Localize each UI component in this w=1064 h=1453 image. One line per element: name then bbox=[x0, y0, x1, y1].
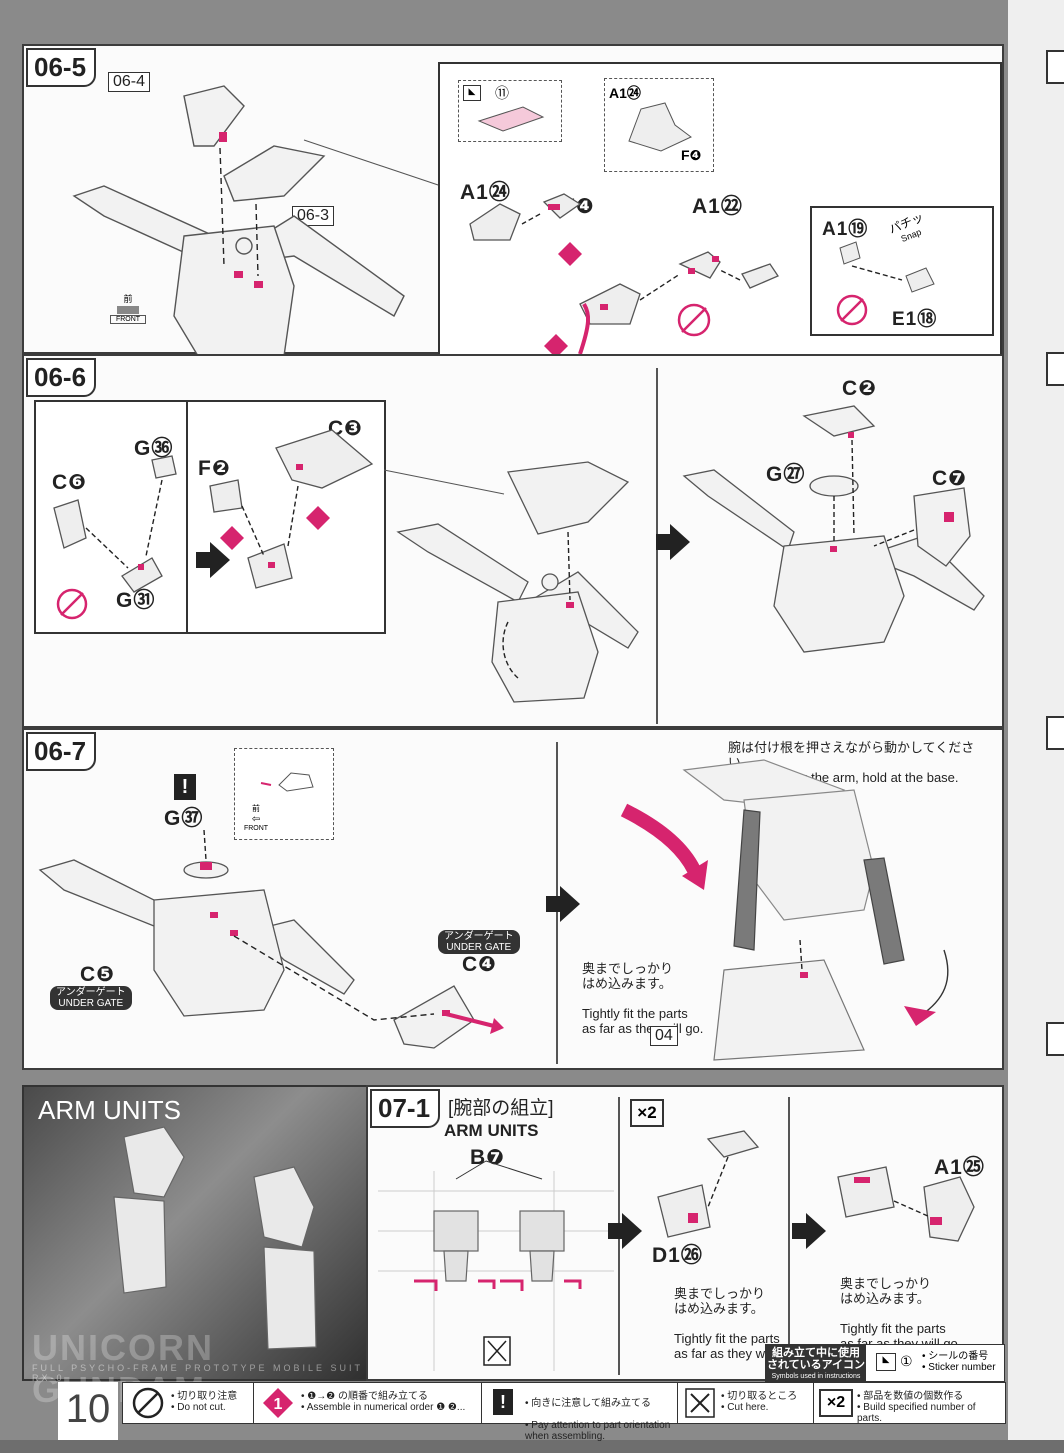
part-label-c2: C❷ bbox=[842, 377, 877, 400]
sub-assembly-drawing bbox=[469, 193, 779, 358]
part-label-g31: G㉛ bbox=[116, 589, 156, 612]
g37-orientation bbox=[260, 772, 314, 792]
torso-frame-illustration bbox=[72, 85, 460, 367]
part-label-a1-24: A1㉔ bbox=[460, 181, 511, 204]
part-label-c5: C❺ bbox=[80, 963, 115, 986]
part-label-a1-19: A1⑲ bbox=[822, 219, 869, 240]
step-07-1-panel: 07-1 [腕部の組立] ARM UNITS B❼ ×2 bbox=[366, 1085, 1004, 1381]
step-label: 06-5 bbox=[26, 48, 97, 87]
next-arrow bbox=[792, 1213, 826, 1249]
torso-parts-illustration bbox=[682, 405, 985, 653]
joint-part bbox=[628, 102, 692, 152]
caution-icon: ! bbox=[174, 774, 196, 800]
step-06-5-panel: 06-5 06-4 06-3 前 FRONT ◣ ⑪ bbox=[22, 44, 1004, 367]
step-label: 07-1 bbox=[370, 1089, 441, 1128]
sticker-icon: ◣ bbox=[463, 85, 481, 101]
sub-assembly-panel: G㊱ C❻ G㉛ F❷ C❸ bbox=[34, 400, 386, 634]
legend-cut-here: • 切り取るところ • Cut here. bbox=[677, 1383, 814, 1423]
symbols-title: 組み立て中に使用 されているアイコン Symbols used in instr… bbox=[766, 1345, 866, 1381]
sticker-part bbox=[477, 106, 545, 132]
part-label-g36: G㊱ bbox=[134, 437, 174, 460]
under-gate-tag-c4: アンダーゲート UNDER GATE bbox=[438, 930, 520, 954]
arm-render-illustration bbox=[113, 1126, 317, 1350]
nipper-icon bbox=[685, 1388, 715, 1418]
sticker-inset: ◣ ⑪ bbox=[458, 80, 562, 142]
do-not-cut-icon bbox=[132, 1387, 164, 1419]
under-gate-tag-c5: アンダーゲート UNDER GATE bbox=[50, 986, 132, 1010]
caution-icon: ! bbox=[493, 1389, 513, 1415]
arm-units-banner: ARM UNITS UNICORN GUNDAM FULL PSYCHO-FRA… bbox=[22, 1085, 368, 1410]
d1-assembly-drawing bbox=[657, 1130, 760, 1238]
part-label-d1-26: D1㉖ bbox=[652, 1244, 703, 1267]
step-06-7-panel: 06-7 ! G㊲ 前 ⇦ FRONT C❺ アンダーゲート UNDER GAT… bbox=[22, 728, 1004, 1070]
ref-label-06-4: 06-4 bbox=[108, 72, 151, 92]
next-arrow bbox=[196, 542, 230, 578]
next-arrow bbox=[656, 524, 690, 560]
times-two-badge: ×2 bbox=[630, 1099, 664, 1127]
sticker-number: ⑪ bbox=[495, 85, 509, 101]
part-label-e1-18: E1⑱ bbox=[892, 309, 938, 330]
icon-legend: • 切り取り注意 • Do not cut. 1 • ❶→❷ の順番で組み立てる… bbox=[122, 1382, 1006, 1442]
ref-label-04: 04 bbox=[650, 1026, 678, 1046]
step-label: 06-6 bbox=[26, 358, 97, 397]
symbols-box: 組み立て中に使用 されているアイコン Symbols used in instr… bbox=[765, 1344, 1005, 1382]
legend-build-number: ×2 • 部品を数値の個数作る • Build specified number… bbox=[813, 1383, 1003, 1424]
legend-do-not-cut: • 切り取り注意 • Do not cut. bbox=[123, 1383, 254, 1423]
torso-gate-illustration bbox=[38, 829, 504, 1049]
gate-inset: A1⑲ パチッ Snap E1⑱ bbox=[810, 206, 994, 336]
fit-note-d1: 奥までしっかり はめ込みます。 Tightly fit the parts as… bbox=[674, 1286, 795, 1361]
arm-movement-illustration bbox=[620, 759, 949, 1061]
part-label-c4: C❹ bbox=[462, 953, 497, 976]
next-page-edge bbox=[1008, 0, 1064, 1440]
step-06-6-panel: 06-6 G㊱ C❻ G㉛ F❷ C❸ bbox=[22, 354, 1004, 728]
front-indicator: 前 ⇦ FRONT bbox=[243, 804, 269, 832]
sticker-icon: ◣ bbox=[876, 1353, 896, 1371]
next-arrow bbox=[546, 886, 580, 922]
order-number-icon: 1 bbox=[263, 1388, 293, 1418]
a1-assembly-drawing bbox=[837, 1166, 975, 1242]
product-watermark-sub: FULL PSYCHO-FRAME PROTOTYPE MOBILE SUIT … bbox=[32, 1363, 363, 1383]
step-label: 06-7 bbox=[26, 732, 97, 771]
torso-collar-illustration bbox=[396, 461, 639, 703]
en-heading: ARM UNITS bbox=[444, 1121, 539, 1140]
times-two-icon: ×2 bbox=[819, 1389, 853, 1417]
part-label-a1-22: A1㉒ bbox=[692, 195, 743, 218]
part-label-f4-detail: F❹ bbox=[681, 147, 702, 163]
part-label-a1-24-detail: A1㉔ bbox=[609, 85, 641, 101]
orientation-inset: A1㉔ F❹ bbox=[604, 78, 714, 172]
next-arrow bbox=[608, 1213, 642, 1249]
part-label-a1-25: A1㉕ bbox=[934, 1156, 985, 1179]
detail-subpanel: ◣ ⑪ A1㉔ F❹ A1㉔ F❹ A1㉒ bbox=[438, 62, 1002, 358]
part-label-c7: C❼ bbox=[932, 467, 967, 490]
sticker-number: ① bbox=[900, 1353, 913, 1369]
part-label-f2: F❷ bbox=[198, 457, 231, 480]
jp-heading: [腕部の組立] bbox=[448, 1098, 554, 1119]
part-label-g37: G㊲ bbox=[164, 807, 204, 830]
ref-label-06-3: 06-3 bbox=[292, 206, 335, 226]
arm-units-title: ARM UNITS bbox=[38, 1095, 181, 1125]
page-number: 10 bbox=[58, 1382, 118, 1440]
front-indicator: 前 FRONT bbox=[110, 292, 146, 324]
collar-parts-drawing bbox=[53, 429, 374, 620]
legend-numerical-order: 1 • ❶→❷ の順番で組み立てる • Assemble in numerica… bbox=[253, 1383, 482, 1423]
gate-cut-diagram bbox=[378, 1160, 614, 1371]
part-label-g27: G㉗ bbox=[766, 463, 806, 486]
legend-orientation: ! • 向きに注意して組み立てる • Pay attention to part… bbox=[481, 1383, 678, 1442]
sticker-note: • シールの番号 • Sticker number bbox=[922, 1351, 996, 1373]
part-label-c6: C❻ bbox=[52, 471, 87, 494]
svg-text:1: 1 bbox=[274, 1396, 283, 1413]
callout-lines bbox=[383, 469, 505, 495]
part-label-b7: B❼ bbox=[470, 1146, 505, 1169]
orientation-inset: 前 ⇦ FRONT bbox=[234, 748, 334, 840]
gate-parts bbox=[836, 241, 935, 326]
